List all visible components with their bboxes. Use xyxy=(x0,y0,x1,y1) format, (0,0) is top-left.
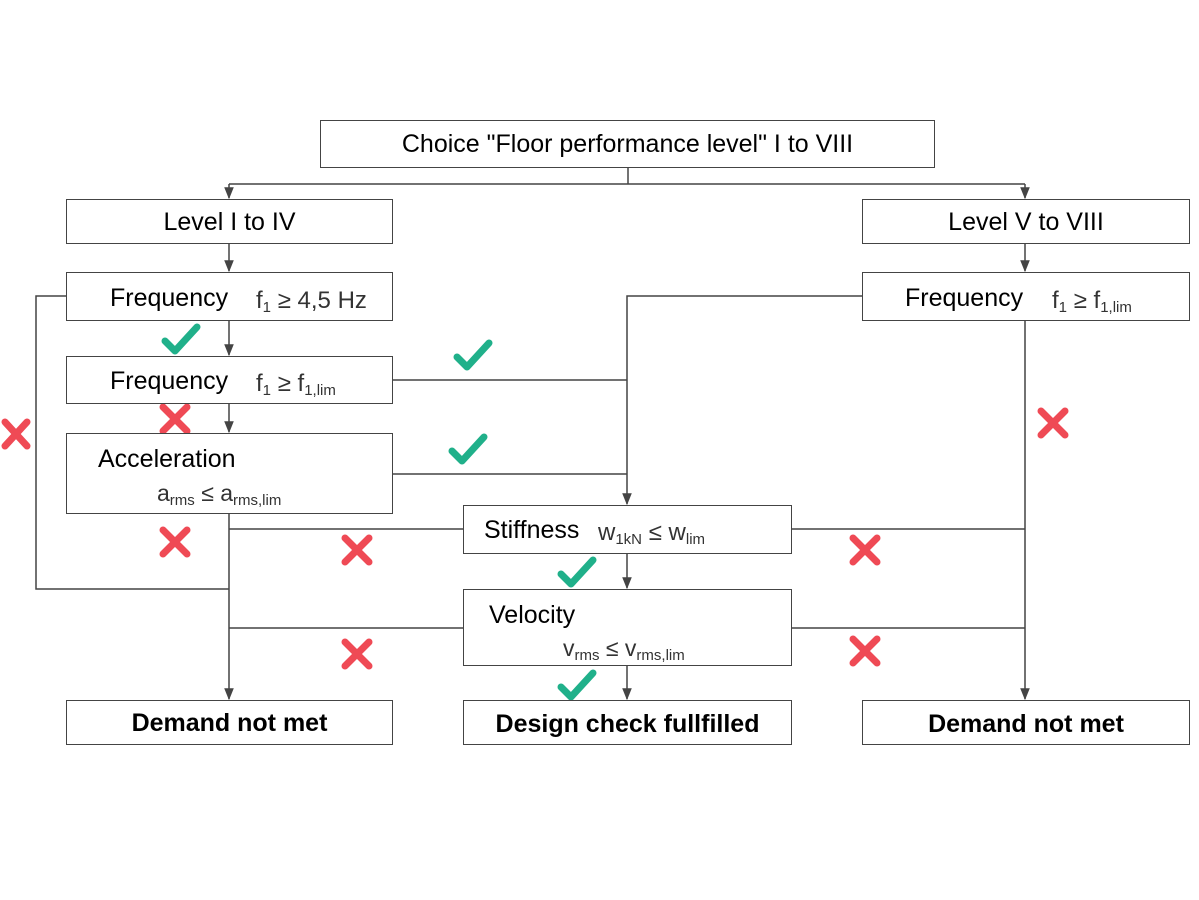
velocity-label: Velocity xyxy=(489,601,576,629)
result-center-label: Design check fullfilled xyxy=(495,710,760,738)
frequency-right-formula: f1 ≥ f1,lim xyxy=(1052,287,1132,316)
connector-freq1-fail xyxy=(35,295,229,590)
performance-level-choice-label: Choice "Floor performance level" I to VI… xyxy=(401,130,854,158)
frequency-limit-label: Frequency xyxy=(110,367,229,395)
result-left-label: Demand not met xyxy=(131,709,328,737)
result-right-label: Demand not met xyxy=(928,710,1124,738)
frequency-limit-formula: f1 ≥ f1,lim xyxy=(256,370,336,399)
check-mark-icon xyxy=(557,556,597,588)
check-mark-icon xyxy=(453,339,493,371)
check-mark-icon xyxy=(448,433,488,465)
cross-mark-icon xyxy=(159,403,191,435)
velocity-box: Velocity vrms ≤ vrms,lim xyxy=(463,589,792,666)
velocity-formula: vrms ≤ vrms,lim xyxy=(563,635,685,664)
level-left-label: Level I to IV xyxy=(163,208,296,236)
cross-mark-icon xyxy=(849,635,881,667)
check-mark-icon xyxy=(557,669,597,701)
frequency-min-formula: f1 ≥ 4,5 Hz xyxy=(256,287,367,316)
result-right-box: Demand not met xyxy=(862,700,1190,745)
cross-mark-icon xyxy=(1037,407,1069,439)
acceleration-label: Acceleration xyxy=(98,445,236,473)
performance-level-choice-box: Choice "Floor performance level" I to VI… xyxy=(320,120,935,168)
frequency-right-box: Frequency f1 ≥ f1,lim xyxy=(862,272,1190,321)
frequency-min-label: Frequency xyxy=(110,284,229,312)
cross-mark-icon xyxy=(159,526,191,558)
stiffness-box: Stiffness w1kN ≤ wlim xyxy=(463,505,792,554)
frequency-min-box: Frequency f1 ≥ 4,5 Hz xyxy=(66,272,393,321)
acceleration-box: Acceleration arms ≤ arms,lim xyxy=(66,433,393,514)
level-right-box: Level V to VIII xyxy=(862,199,1190,244)
arrow-to-stiffness xyxy=(622,295,862,506)
result-left-box: Demand not met xyxy=(66,700,393,745)
acceleration-formula: arms ≤ arms,lim xyxy=(157,480,282,509)
frequency-right-label: Frequency xyxy=(905,284,1024,312)
level-right-label: Level V to VIII xyxy=(948,208,1104,236)
level-left-box: Level I to IV xyxy=(66,199,393,244)
cross-mark-icon xyxy=(1,418,31,450)
cross-mark-icon xyxy=(341,534,373,566)
check-mark-icon xyxy=(161,323,201,355)
frequency-limit-box: Frequency f1 ≥ f1,lim xyxy=(66,356,393,404)
cross-mark-icon xyxy=(849,534,881,566)
stiffness-label: Stiffness xyxy=(484,516,580,544)
result-center-box: Design check fullfilled xyxy=(463,700,792,745)
cross-mark-icon xyxy=(341,638,373,670)
stiffness-formula: w1kN ≤ wlim xyxy=(598,519,706,548)
